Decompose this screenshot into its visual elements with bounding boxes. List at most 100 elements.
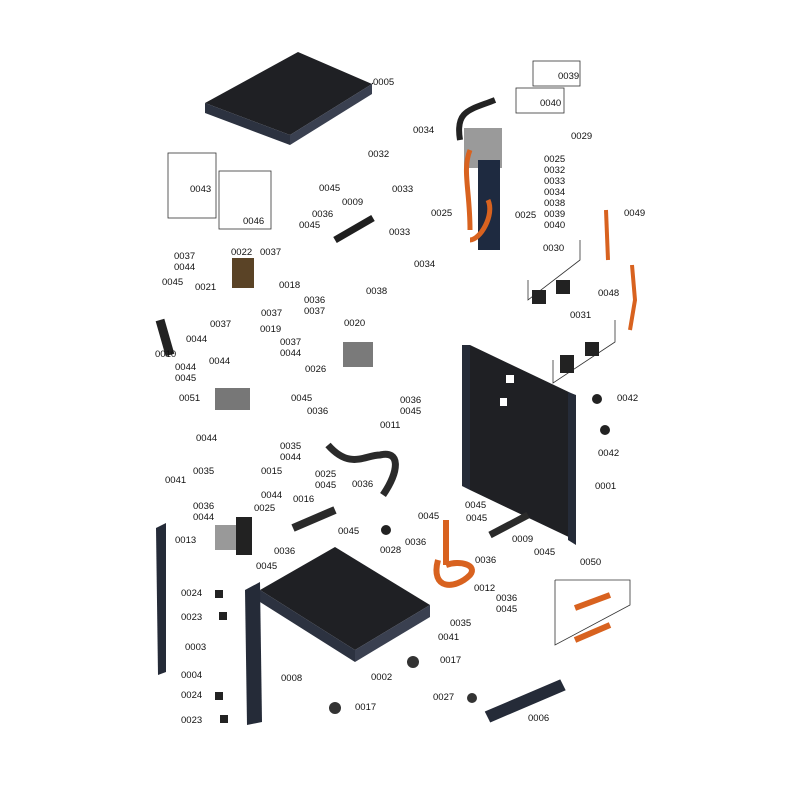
- part-callout-0024: 0024: [181, 588, 203, 599]
- part-callout-0034: 0034: [413, 125, 435, 136]
- part-callout-0025: 0025: [315, 469, 337, 480]
- side-panel: [470, 345, 575, 540]
- part-callout-0050: 0050: [580, 557, 602, 568]
- part-callout-0017: 0017: [355, 702, 377, 713]
- part-callout-0045: 0045: [291, 393, 313, 404]
- part-callout-0037: 0037: [174, 251, 196, 262]
- part-callout-0003: 0003: [185, 642, 207, 653]
- part-callout-0041: 0041: [438, 632, 460, 643]
- part-callout-0038: 0038: [366, 286, 388, 297]
- part-callout-0036: 0036: [304, 295, 326, 306]
- part-callout-0042: 0042: [617, 393, 639, 404]
- part-callout-0033: 0033: [544, 176, 566, 187]
- part-callout-0036: 0036: [307, 406, 329, 417]
- part-callout-0036: 0036: [312, 209, 334, 220]
- part-callout-0044: 0044: [196, 433, 218, 444]
- part-callout-0039: 0039: [558, 71, 580, 82]
- part-callout-0044: 0044: [280, 348, 302, 359]
- part-callout-0036: 0036: [496, 593, 518, 604]
- hose-0011: [325, 442, 399, 497]
- part-callout-0017: 0017: [440, 655, 462, 666]
- part-callout-0025: 0025: [431, 208, 453, 219]
- part-callout-0035: 0035: [450, 618, 472, 629]
- part-callout-0034: 0034: [414, 259, 436, 270]
- part-callout-0044: 0044: [193, 512, 215, 523]
- part-callout-0008: 0008: [281, 673, 303, 684]
- part-callout-0045: 0045: [299, 220, 321, 231]
- part-callout-0023: 0023: [181, 715, 203, 726]
- part-callout-0045: 0045: [256, 561, 278, 572]
- part-callout-0023: 0023: [181, 612, 203, 623]
- part-callout-0042: 0042: [598, 448, 620, 459]
- part-callout-0012: 0012: [474, 583, 496, 594]
- top-cover: [205, 52, 372, 135]
- part-callout-0037: 0037: [261, 308, 283, 319]
- part-callout-0046: 0046: [243, 216, 265, 227]
- part-callout-0037: 0037: [304, 306, 326, 317]
- part-callout-0009: 0009: [342, 197, 364, 208]
- part-callout-0024: 0024: [181, 690, 203, 701]
- part-callout-0045: 0045: [496, 604, 518, 615]
- part-callout-0037: 0037: [260, 247, 282, 258]
- part-callout-0036: 0036: [475, 555, 497, 566]
- part-callout-0010: 0010: [155, 349, 177, 360]
- part-callout-0002: 0002: [371, 672, 393, 683]
- part-callout-0029: 0029: [571, 131, 593, 142]
- part-callout-0045: 0045: [466, 513, 488, 524]
- part-callout-0036: 0036: [193, 501, 215, 512]
- part-callout-0043: 0043: [190, 184, 212, 195]
- part-callout-0036: 0036: [405, 537, 427, 548]
- part-callout-0026: 0026: [305, 364, 327, 375]
- part-callout-0035: 0035: [280, 441, 302, 452]
- part-callout-0044: 0044: [209, 356, 231, 367]
- part-callout-0027: 0027: [433, 692, 455, 703]
- part-callout-0036: 0036: [274, 546, 296, 557]
- part-callout-0013: 0013: [175, 535, 197, 546]
- part-callout-0025: 0025: [254, 503, 276, 514]
- part-callout-0019: 0019: [260, 324, 282, 335]
- part-callout-0045: 0045: [162, 277, 184, 288]
- part-callout-0045: 0045: [338, 526, 360, 537]
- part-callout-0001: 0001: [595, 481, 617, 492]
- part-callout-0028: 0028: [380, 545, 402, 556]
- part-callout-0045: 0045: [175, 373, 197, 384]
- part-callout-0021: 0021: [195, 282, 217, 293]
- part-callout-0038: 0038: [544, 198, 566, 209]
- part-callout-0033: 0033: [389, 227, 411, 238]
- part-callout-0004: 0004: [181, 670, 203, 681]
- part-callout-0051: 0051: [179, 393, 201, 404]
- part-callout-0016: 0016: [293, 494, 315, 505]
- part-callout-0040: 0040: [540, 98, 562, 109]
- part-callout-0037: 0037: [210, 319, 232, 330]
- part-callout-0025: 0025: [544, 154, 566, 165]
- part-callout-0039: 0039: [544, 209, 566, 220]
- part-callout-0044: 0044: [280, 452, 302, 463]
- part-callout-0036: 0036: [352, 479, 374, 490]
- part-callout-0044: 0044: [261, 490, 283, 501]
- part-callout-0044: 0044: [186, 334, 208, 345]
- part-callout-0018: 0018: [279, 280, 301, 291]
- part-callout-0011: 0011: [380, 420, 401, 431]
- part-callout-0036: 0036: [400, 395, 422, 406]
- part-callout-0045: 0045: [418, 511, 440, 522]
- part-callout-0044: 0044: [174, 262, 196, 273]
- part-callout-0044: 0044: [175, 362, 197, 373]
- part-callout-0037: 0037: [280, 337, 302, 348]
- part-callout-0015: 0015: [261, 466, 283, 477]
- part-callout-0031: 0031: [570, 310, 592, 321]
- part-callout-0045: 0045: [400, 406, 422, 417]
- part-callout-0045: 0045: [534, 547, 556, 558]
- part-callout-0030: 0030: [543, 243, 565, 254]
- part-callout-0006: 0006: [528, 713, 550, 724]
- part-callout-0032: 0032: [368, 149, 390, 160]
- part-callout-0045: 0045: [315, 480, 337, 491]
- part-callout-0033: 0033: [392, 184, 414, 195]
- base-plate: [260, 547, 430, 650]
- part-callout-0005: 0005: [373, 77, 395, 88]
- part-callout-0034: 0034: [544, 187, 566, 198]
- part-callout-0045: 0045: [465, 500, 487, 511]
- part-callout-0022: 0022: [231, 247, 253, 258]
- part-callout-0048: 0048: [598, 288, 620, 299]
